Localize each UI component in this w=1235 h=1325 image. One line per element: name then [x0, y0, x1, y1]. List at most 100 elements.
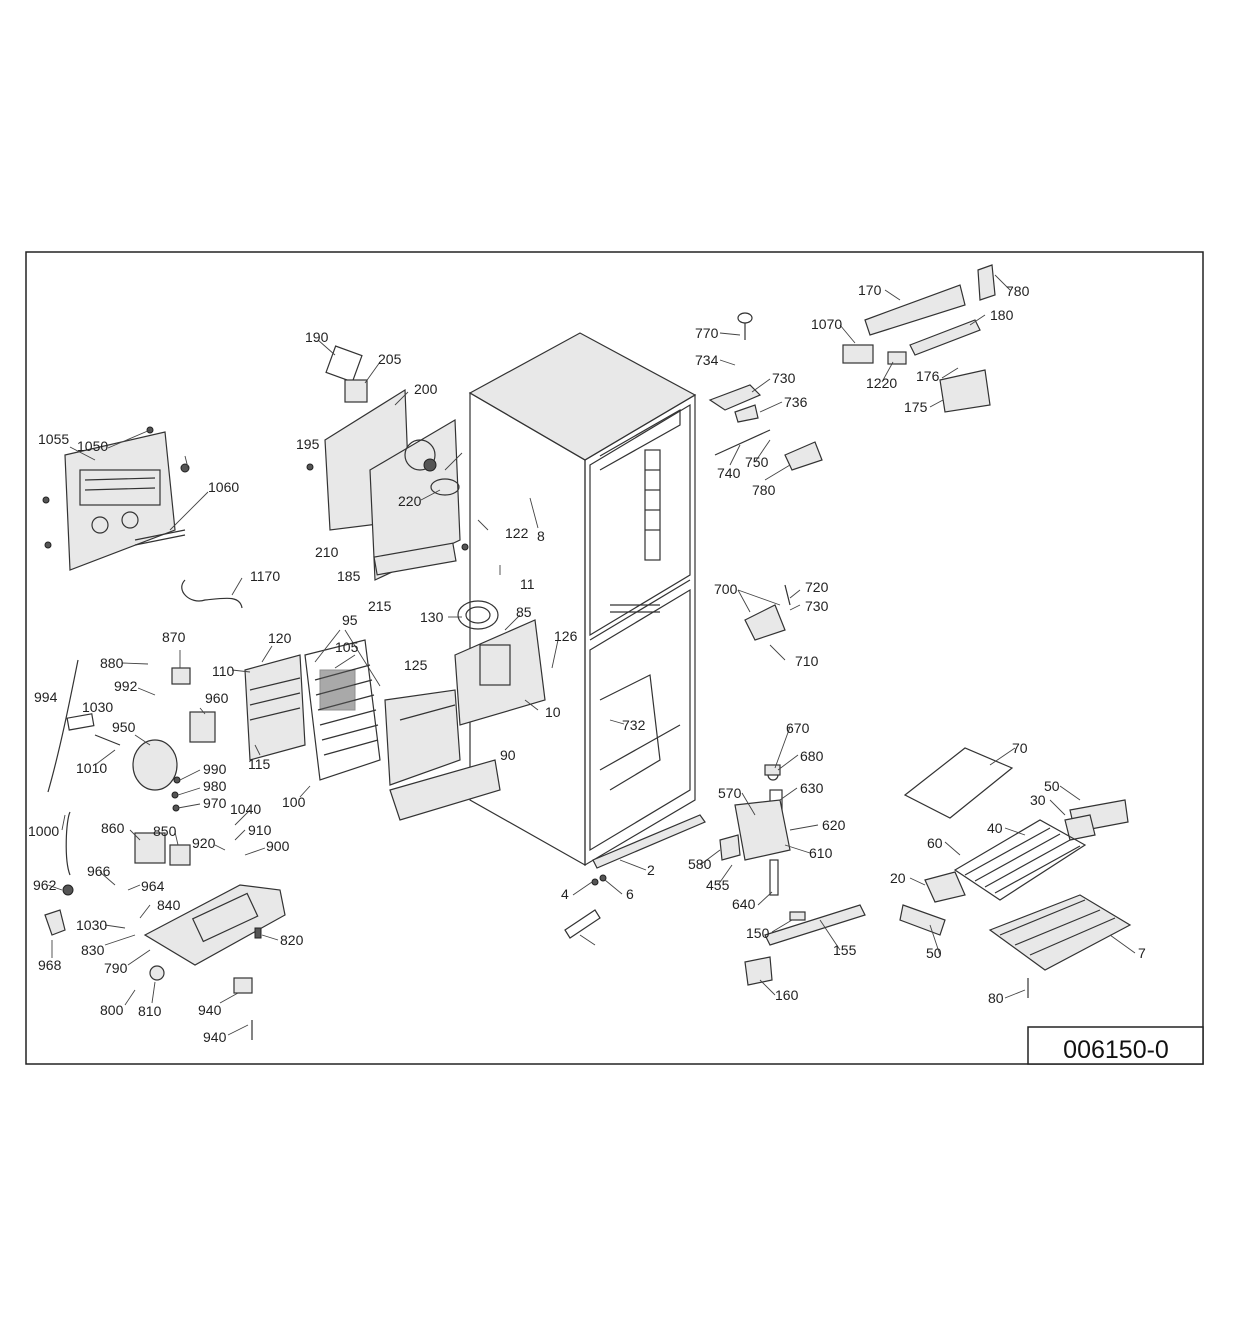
part-label-734: 736	[784, 394, 808, 410]
part-label-790: 790	[104, 960, 128, 976]
part-label-95: 95	[342, 612, 358, 628]
part-label-190: 190	[305, 329, 329, 345]
part-label-90: 90	[500, 747, 516, 763]
part-label-710: 730	[805, 598, 829, 614]
part-labels: 1055 1050 1060 1170 190 205 200 195 220 …	[28, 282, 1146, 1045]
part-label-1060: 1070	[811, 316, 842, 332]
part-label-900: 910	[248, 822, 272, 838]
fan-and-duct	[384, 600, 546, 821]
part-label-670: 700	[714, 581, 738, 597]
part-label-105: 105	[335, 639, 359, 655]
part-label-970: 970	[203, 795, 227, 811]
part-label-160: 160	[775, 987, 799, 1003]
part-label-860: 860	[101, 820, 125, 836]
part-label-610: 630	[800, 780, 824, 796]
part-label-800: 800	[100, 1002, 124, 1018]
part-label-740: 750	[745, 454, 769, 470]
part-label-85: 85	[516, 604, 532, 620]
display-assembly	[842, 264, 996, 413]
part-drawings	[42, 264, 1132, 1040]
part-label-175: 175	[904, 399, 928, 415]
part-label-994: 994	[34, 689, 58, 705]
part-label-870: 870	[162, 629, 186, 645]
part-label-115: 115	[248, 756, 271, 772]
part-label-1030b: 1030	[76, 917, 107, 933]
part-label-195: 195	[296, 436, 320, 452]
part-label-126: 126	[554, 628, 578, 644]
part-label-6: 6	[626, 886, 634, 902]
refrigerator-cabinet	[468, 332, 697, 867]
part-label-964: 964	[141, 878, 165, 894]
part-label-600: 620	[822, 817, 846, 833]
part-label-8: 8	[537, 528, 545, 544]
part-label-590: 610	[809, 845, 833, 861]
part-label-50a: 50	[1044, 778, 1060, 794]
part-label-920: 940	[198, 1002, 222, 1018]
part-label-10: 7	[1138, 945, 1146, 961]
part-label-125: 125	[404, 657, 428, 673]
part-label-2: 2	[647, 862, 655, 878]
part-label-120: 120	[268, 630, 292, 646]
part-label-750: 770	[695, 325, 719, 341]
part-label-910: 920	[192, 835, 216, 851]
part-label-150: 150	[746, 925, 770, 941]
part-label-1070: 1170	[250, 568, 280, 584]
part-label-1170: 1220	[866, 375, 897, 391]
part-label-200: 200	[414, 381, 438, 397]
part-label-770: 780	[752, 482, 776, 498]
part-label-170: 170	[858, 282, 882, 298]
part-label-700: 720	[805, 579, 829, 595]
compressor-assembly	[44, 579, 286, 1040]
diagram-frame	[25, 251, 1204, 1065]
part-label-185: 185	[337, 568, 361, 584]
part-label-966: 966	[87, 863, 111, 879]
part-label-130: 130	[420, 609, 444, 625]
part-label-220: 220	[398, 493, 422, 509]
part-label-840: 840	[157, 897, 181, 913]
rear-cover-panel	[42, 426, 190, 571]
part-label-730: 730	[772, 370, 796, 386]
leader-lines	[47, 274, 1136, 1036]
evaporator-cover	[306, 345, 469, 581]
part-label-820: 820	[280, 932, 304, 948]
part-label-60: 60	[927, 835, 943, 851]
drain-tray-and-condenser	[744, 747, 1132, 998]
part-label-215: 215	[368, 598, 392, 614]
part-label-940: 940	[203, 1029, 227, 1045]
part-label-122: 122	[505, 525, 529, 541]
part-label-890: 900	[266, 838, 290, 854]
part-label-968: 968	[38, 957, 62, 973]
part-label-880: 880	[100, 655, 124, 671]
part-label-850: 850	[153, 823, 177, 839]
part-label-110: 110	[212, 663, 235, 679]
part-label-1035: 1040	[230, 801, 261, 817]
part-label-4: 4	[561, 886, 569, 902]
part-label-950: 950	[112, 719, 136, 735]
part-label-1055: 1060	[208, 479, 239, 495]
part-label-980: 980	[203, 778, 227, 794]
part-label-620: 640	[732, 896, 756, 912]
part-label-1000: 1000	[28, 823, 59, 839]
part-label-30: 30	[1030, 792, 1046, 808]
part-label-630: 670	[786, 720, 810, 736]
part-label-210: 210	[315, 544, 339, 560]
part-label-1030a: 1030	[82, 699, 113, 715]
evaporator-coil	[244, 639, 381, 781]
part-label-40: 40	[987, 820, 1003, 836]
part-label-640: 680	[800, 748, 824, 764]
reference-box	[1027, 1026, 1204, 1065]
part-label-80: 80	[988, 990, 1004, 1006]
part-label-810: 810	[138, 1003, 162, 1019]
part-label-1040: 1050	[77, 438, 108, 454]
part-label-70: 70	[1012, 740, 1028, 756]
part-label-20: 20	[890, 870, 906, 886]
part-label-570: 570	[718, 785, 742, 801]
part-label-205: 205	[378, 351, 402, 367]
part-label-1050: 1055	[38, 431, 69, 447]
part-label-11: 11	[520, 576, 535, 592]
part-label-155: 155	[833, 942, 857, 958]
part-label-736: 740	[717, 465, 741, 481]
part-label-455: 455	[706, 877, 730, 893]
part-label-780: 780	[1006, 283, 1030, 299]
